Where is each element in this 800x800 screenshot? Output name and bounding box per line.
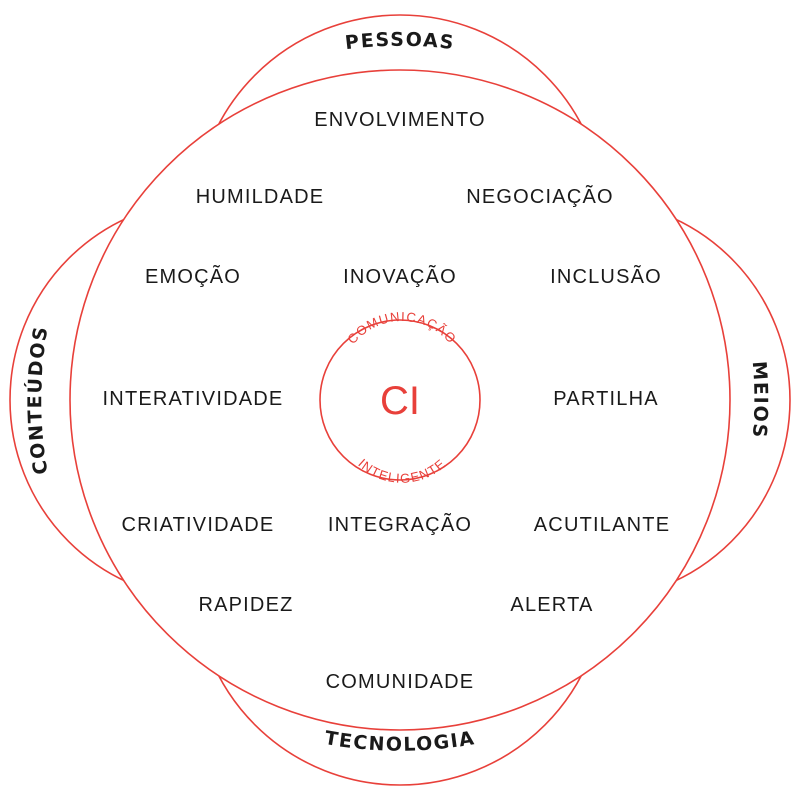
value-negociacao: NEGOCIAÇÃO (466, 184, 614, 208)
value-acutilante: ACUTILANTE (534, 514, 670, 536)
outer-label-top: PESSOAS (344, 29, 456, 54)
core-abbreviation: CI (380, 379, 420, 423)
value-integracao: INTEGRAÇÃO (328, 512, 472, 536)
value-envolvimento: ENVOLVIMENTO (314, 109, 485, 131)
value-alerta: ALERTA (510, 594, 593, 616)
value-inclusao: INCLUSÃO (550, 264, 662, 288)
value-emocao: EMOÇÃO (145, 264, 241, 288)
core-circle (319, 319, 481, 481)
outer-label-right: MEIOS (748, 360, 772, 439)
value-partilha: PARTILHA (553, 388, 659, 410)
value-humildade: HUMILDADE (196, 186, 325, 208)
main-circle (69, 69, 731, 731)
value-comunidade: COMUNIDADE (326, 671, 475, 693)
value-inovacao: INOVAÇÃO (343, 264, 457, 288)
value-interatividade: INTERATIVIDADE (103, 388, 284, 410)
value-criatividade: CRIATIVIDADE (122, 514, 275, 536)
value-rapidez: RAPIDEZ (198, 594, 293, 616)
